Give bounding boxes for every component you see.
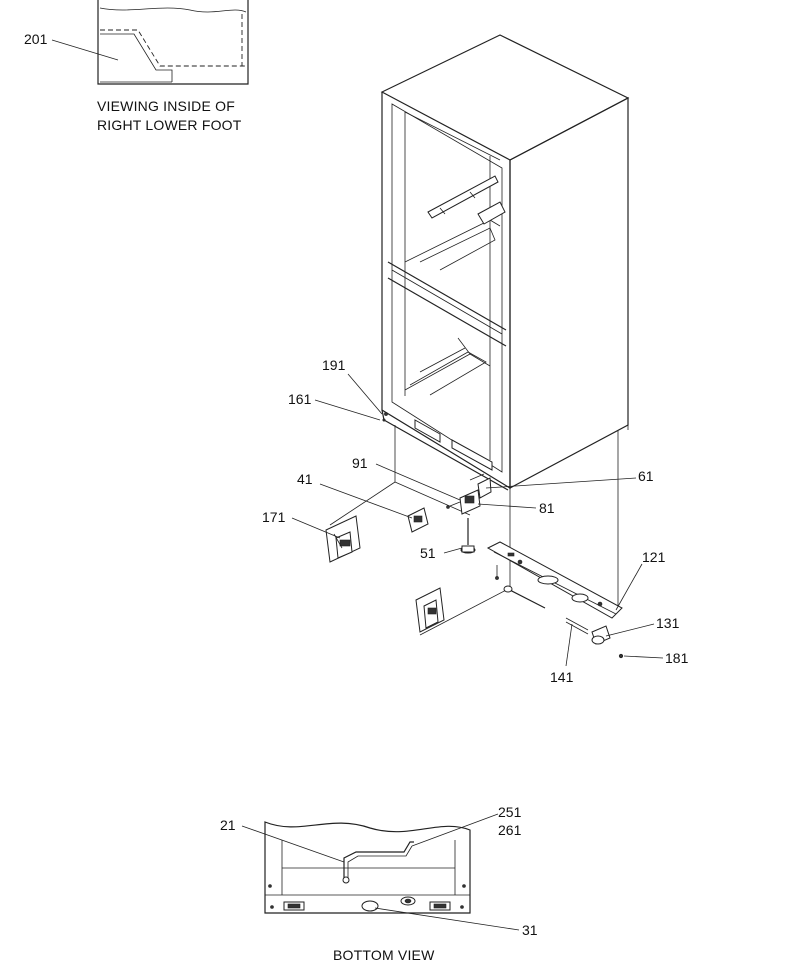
bottom-view-caption: BOTTOM VIEW [333,947,435,963]
callout-201: 201 [24,31,48,47]
callout-61: 61 [638,468,654,484]
callout-171: 171 [262,509,286,525]
bracket-81 [446,489,481,515]
bracket-61 [469,473,492,499]
assembly-lines [329,425,619,636]
roller-131 [591,625,611,645]
inset-bottom-view [264,821,471,914]
inset-right-lower-foot [97,0,249,85]
base-rail-121 [486,541,623,619]
callout-251: 251 [498,804,522,820]
callout-81: 81 [539,500,555,516]
callout-261: 261 [498,822,522,838]
shaft-pin [503,585,546,609]
right-foot-bracket [415,587,445,633]
callout-91: 91 [352,455,368,471]
callout-161: 161 [288,391,312,407]
left-foot-bracket [325,515,361,563]
axle-141 [565,617,589,635]
leveling-leg-51 [460,518,476,554]
callout-121: 121 [642,549,666,565]
inset-caption-line1: VIEWING INSIDE OF [97,98,235,114]
callout-41: 41 [297,471,313,487]
refrigerator-cabinet [380,34,630,491]
inset-caption-line2: RIGHT LOWER FOOT [97,117,242,133]
screw-181 [618,653,624,659]
callout-141: 141 [550,669,574,685]
callout-181: 181 [665,650,689,666]
callout-51: 51 [420,545,436,561]
callout-21: 21 [220,817,236,833]
callout-31: 31 [522,922,538,938]
callout-191: 191 [322,357,346,373]
hinge-bracket-41 [407,507,429,533]
leader-201 [51,39,119,61]
callout-131: 131 [656,615,680,631]
